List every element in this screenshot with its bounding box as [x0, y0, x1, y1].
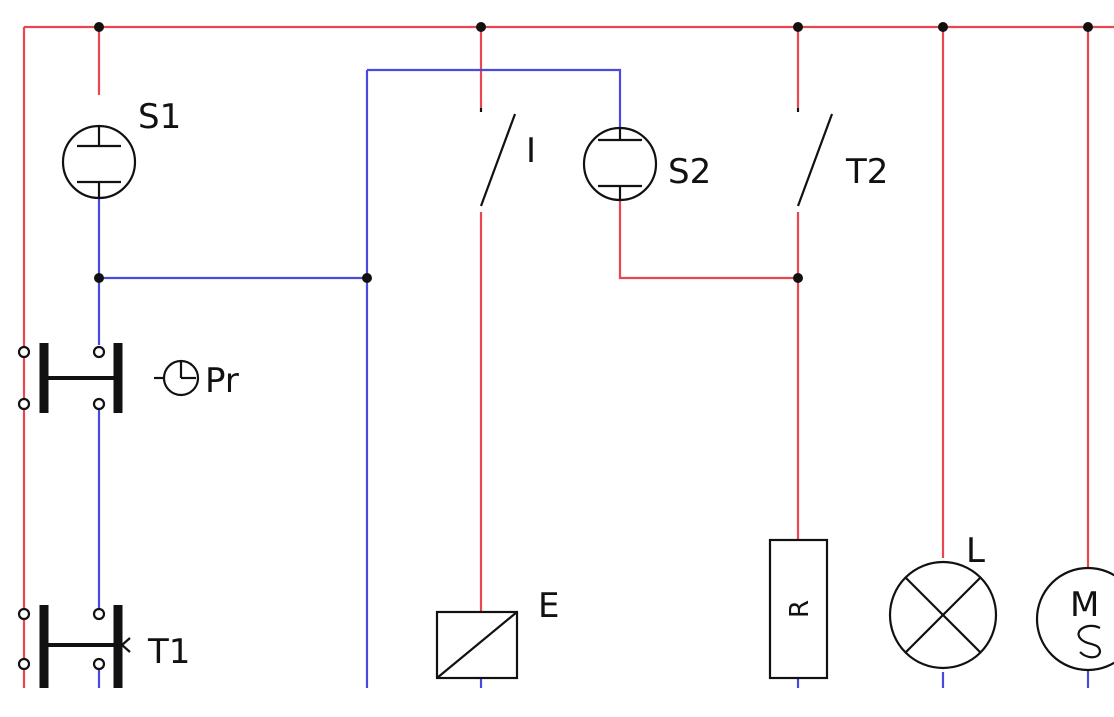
junction-dot [94, 273, 104, 283]
label-s1: S1 [138, 97, 181, 137]
s1-indicator-lamp [61, 124, 137, 200]
label-motor-m: M [1070, 585, 1099, 625]
switch-t2 [796, 108, 834, 207]
junction-dot [476, 22, 486, 32]
junction-dot [1083, 22, 1093, 32]
junction-dot [94, 22, 104, 32]
junction-dot [362, 273, 372, 283]
phase-s2-to-junction [618, 200, 798, 280]
label-button-t1: T1 [147, 632, 190, 672]
label-switch-i: I [526, 131, 536, 171]
neutral-wires [97, 68, 1090, 688]
label-resistor-r: R [785, 600, 815, 618]
junction-dots [94, 22, 1093, 283]
junction-dot [793, 273, 803, 283]
timer-pushbutton-pr [17, 343, 200, 413]
junction-dot [793, 22, 803, 32]
label-coil-e: E [538, 586, 559, 626]
labels: S1 S2 I T2 Pr T1 E R L M [138, 97, 1102, 672]
label-s2: S2 [668, 152, 711, 192]
s2-indicator-lamp [582, 126, 658, 202]
phase-wires [22, 25, 1114, 688]
resistor-r [768, 538, 829, 680]
clock-icon [162, 359, 200, 397]
label-switch-t2: T2 [845, 152, 888, 192]
label-timer-pr: Pr [205, 361, 239, 401]
components [17, 108, 1114, 688]
pushbutton-t1 [17, 605, 131, 688]
switch-i [479, 108, 517, 207]
coil-e [435, 610, 519, 680]
motor-ac-symbol [1077, 624, 1102, 659]
junction-dot [938, 22, 948, 32]
neutral-top-to-s2 [367, 68, 622, 128]
motor-m [1035, 566, 1114, 672]
lamp-l [888, 560, 998, 670]
label-lamp-l: L [966, 531, 985, 571]
